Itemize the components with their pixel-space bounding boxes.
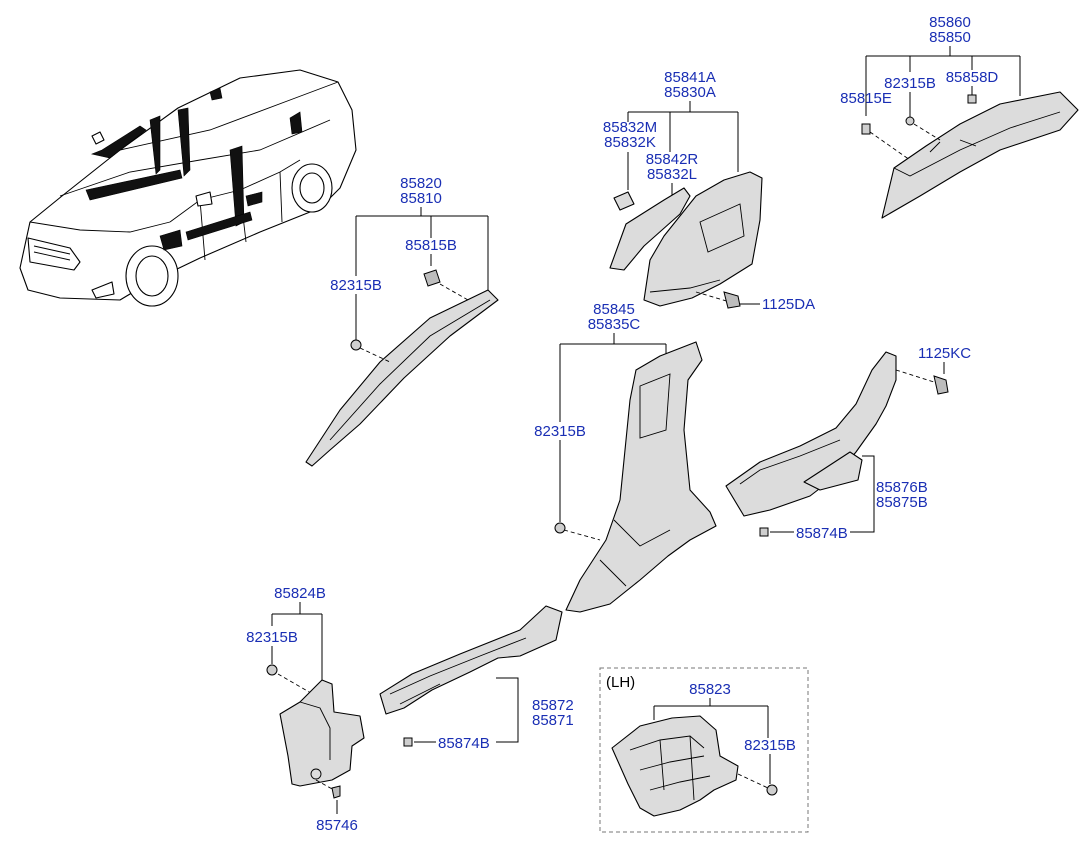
clip-85874B-rear (759, 527, 769, 537)
c-pillar-trim-group: 85860 85850 82315B 85858D 85815E (840, 14, 1079, 219)
front-scuff-group: 85874B 85872 85871 (379, 605, 574, 752)
clip-82315B-a (350, 339, 362, 351)
label-85858D[interactable]: 85858D (946, 69, 999, 86)
label-82315B-lh[interactable]: 82315B (744, 737, 796, 754)
label-85841A[interactable]: 85841A (664, 69, 716, 86)
label-85820[interactable]: 85820 (400, 175, 442, 192)
label-85815B[interactable]: 85815B (405, 237, 457, 254)
label-85876B[interactable]: 85876B (876, 479, 928, 496)
label-85860[interactable]: 85860 (929, 14, 971, 31)
vehicle-illustration (19, 69, 357, 307)
label-85810[interactable]: 85810 (400, 190, 442, 207)
clip-85858D (967, 94, 977, 104)
a-pillar-trim-group: 85820 85810 85815B 82315B (305, 175, 499, 467)
label-85815E[interactable]: 85815E (840, 90, 892, 107)
label-82315B-a-pillar[interactable]: 82315B (330, 277, 382, 294)
clip-85815E (861, 123, 871, 135)
label-85832L[interactable]: 85832L (647, 166, 697, 183)
label-1125KC[interactable]: 1125KC (918, 345, 971, 362)
b-pillar-lower-group: 85845 85835C 82315B (534, 301, 717, 613)
label-85874B-rear[interactable]: 85874B (796, 525, 848, 542)
label-85842R[interactable]: 85842R (646, 151, 699, 168)
label-85874B-front[interactable]: 85874B (438, 735, 490, 752)
clip-82315B-b (554, 522, 566, 534)
b-pillar-upper-group: 85841A 85830A 85832M 85832K 85842R 85832… (603, 69, 815, 313)
label-82315B-c-pillar[interactable]: 82315B (884, 75, 936, 92)
label-85850[interactable]: 85850 (929, 29, 971, 46)
clip-82315B-lh (766, 784, 778, 796)
cowl-side-trim-group: 85824B 82315B 85746 (246, 585, 365, 834)
label-85746[interactable]: 85746 (316, 817, 358, 834)
label-1125DA[interactable]: 1125DA (762, 296, 815, 313)
label-85845[interactable]: 85845 (593, 301, 635, 318)
label-85872[interactable]: 85872 (532, 697, 574, 714)
lh-detail-box (599, 667, 809, 833)
label-85875B[interactable]: 85875B (876, 494, 928, 511)
clip-82315B-c (905, 116, 915, 126)
rear-scuff-group: 1125KC 85874B 85876B 85875B (725, 345, 971, 542)
label-85871[interactable]: 85871 (532, 712, 574, 729)
label-85835C[interactable]: 85835C (588, 316, 641, 333)
label-82315B-cowl[interactable]: 82315B (246, 629, 298, 646)
clip-85874B-front (403, 737, 413, 747)
lh-tag: (LH) (606, 674, 635, 691)
label-85832M[interactable]: 85832M (603, 119, 657, 136)
label-82315B-b-pillar[interactable]: 82315B (534, 423, 586, 440)
label-85832K[interactable]: 85832K (604, 134, 656, 151)
lh-detail-group: (LH) 85823 82315B (599, 667, 809, 833)
label-85824B[interactable]: 85824B (274, 585, 326, 602)
label-85823[interactable]: 85823 (689, 681, 731, 698)
label-85830A[interactable]: 85830A (664, 84, 716, 101)
clip-82315B-cowl (266, 664, 278, 676)
